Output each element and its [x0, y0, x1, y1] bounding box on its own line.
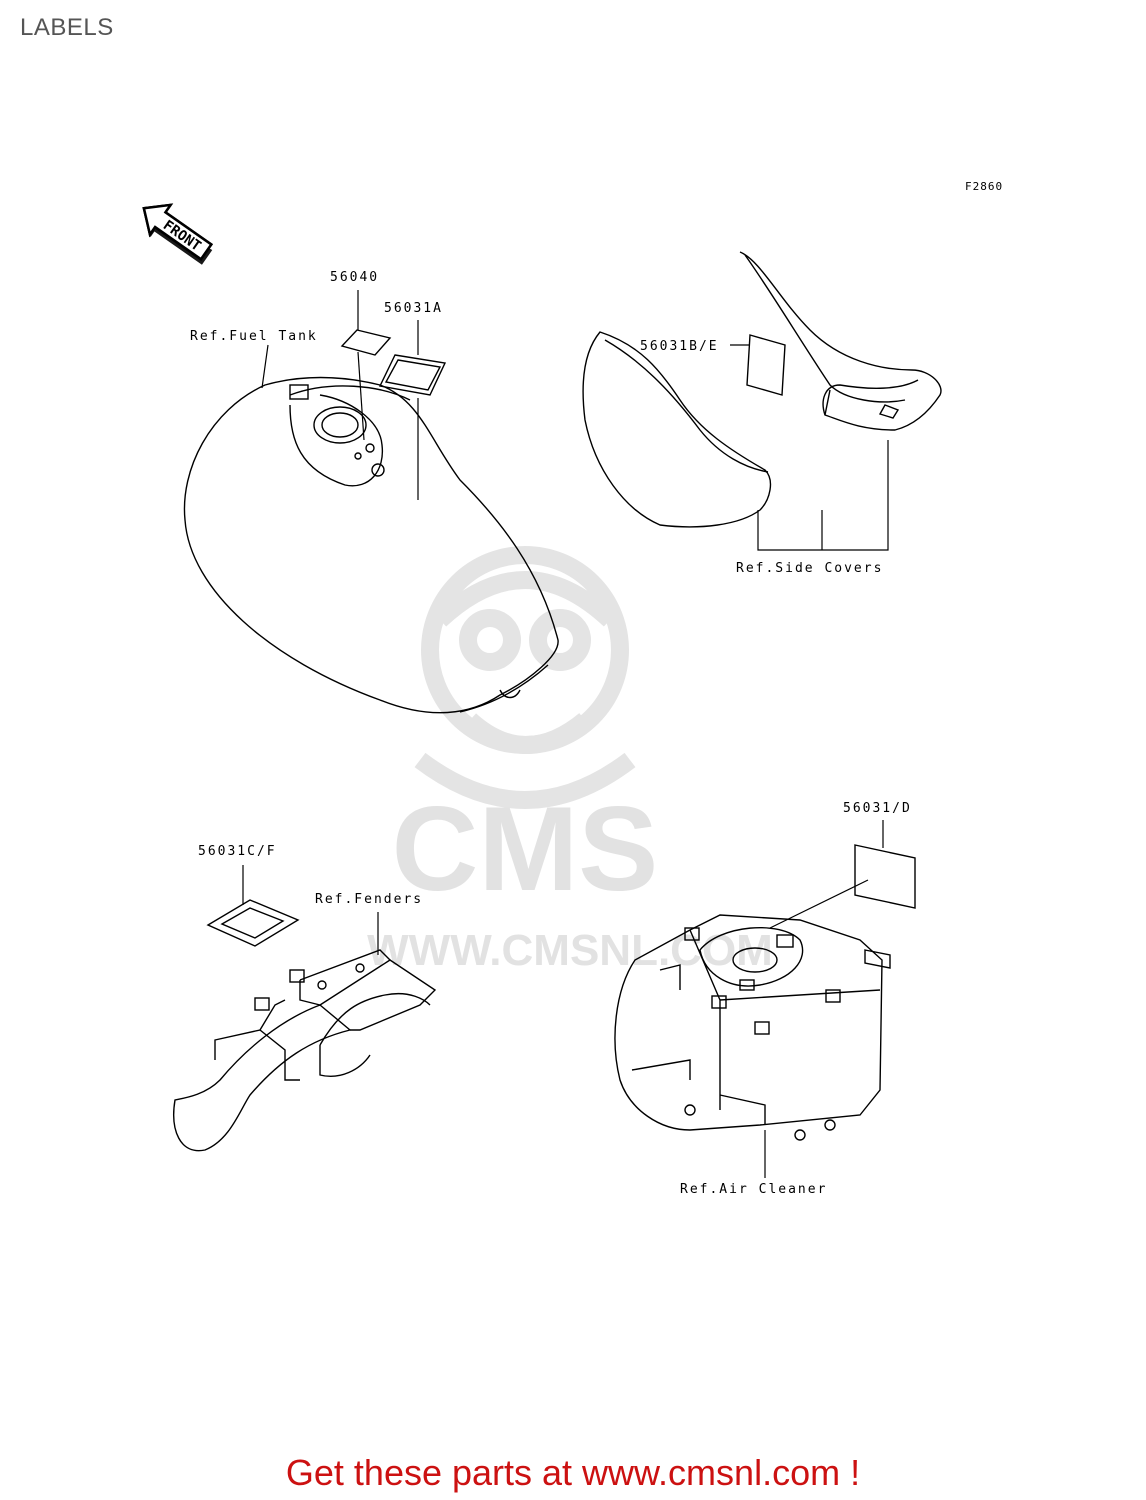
- air-cleaner-illustration: [614, 914, 891, 1141]
- callout-56031cf: 56031C/F: [198, 844, 277, 859]
- fuel-tank-illustration: [183, 376, 559, 714]
- callout-56031a: 56031A: [384, 301, 443, 316]
- fenders-illustration: [173, 949, 437, 1152]
- side-covers-illustration: [582, 251, 942, 528]
- label-56031cf-shape: [206, 899, 300, 947]
- callout-fuel-tank: Ref.Fuel Tank: [190, 329, 318, 344]
- watermark-brand: CMS: [392, 782, 659, 916]
- callout-56031be: 56031B/E: [640, 339, 719, 354]
- callout-air-cleaner: Ref.Air Cleaner: [680, 1182, 827, 1197]
- mascot-logo-icon: [414, 546, 636, 809]
- callout-side-covers: Ref.Side Covers: [736, 561, 883, 576]
- label-56040-shape: [340, 329, 392, 356]
- page-title: LABELS: [20, 14, 114, 41]
- front-direction-arrow-icon: FRONT: [142, 203, 214, 265]
- label-56031d-shape: [854, 844, 916, 909]
- label-56031a-shape: [378, 354, 447, 396]
- callout-fenders: Ref.Fenders: [315, 892, 423, 907]
- get-parts-link[interactable]: Get these parts at www.cmsnl.com !: [285, 1452, 861, 1493]
- callout-56040: 56040: [330, 270, 379, 285]
- label-56031be-shape: [746, 334, 786, 396]
- callout-56031d: 56031/D: [843, 801, 912, 816]
- watermark: CMS WWW.CMSNL.COM: [367, 546, 773, 975]
- figure-code: F2860: [965, 180, 1003, 193]
- watermark-url: WWW.CMSNL.COM: [367, 926, 773, 975]
